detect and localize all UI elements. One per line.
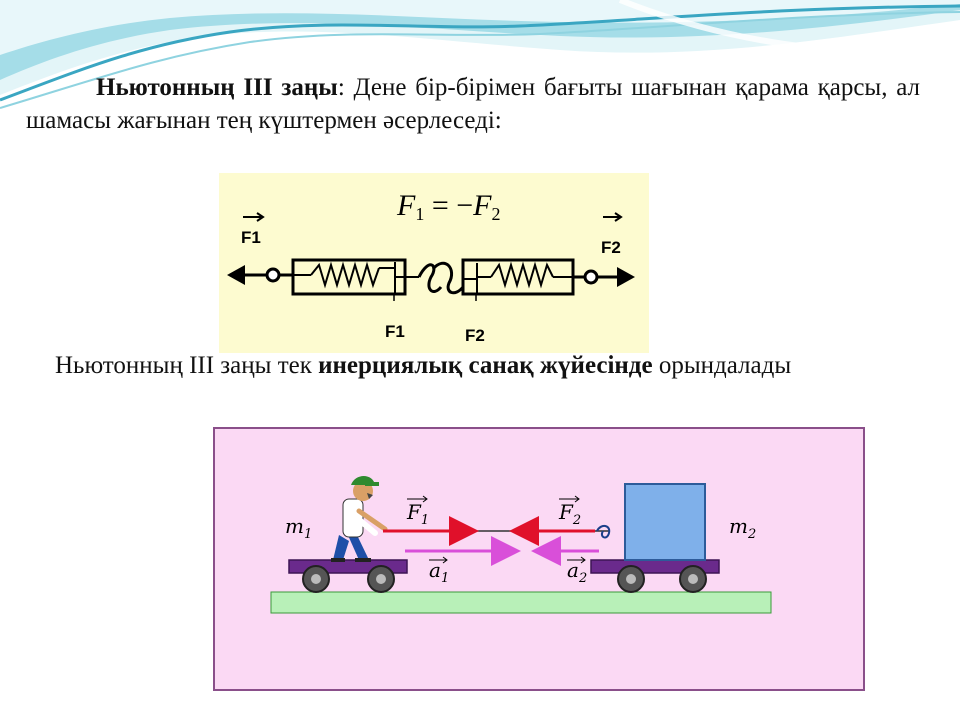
man-figure xyxy=(331,476,388,562)
rope-hook xyxy=(596,525,611,539)
note-text-end: орындалады xyxy=(652,352,792,379)
formula-op: = − xyxy=(424,189,473,222)
label-f1: F1 xyxy=(406,495,429,528)
vector-arrow-icon xyxy=(574,495,580,503)
label-a2: a2 xyxy=(567,556,587,586)
svg-text:a1: a1 xyxy=(429,558,449,586)
law-text: Дене бір-бірімен бағыты шағынан қарама қ… xyxy=(26,74,921,134)
left-pull-arrow xyxy=(227,265,293,285)
svg-text:F2: F2 xyxy=(558,500,581,528)
law-statement: Ньютонның III заңы: Дене бір-бірімен бағ… xyxy=(26,71,920,137)
left-force-label: F1 xyxy=(241,228,261,247)
ground-plane xyxy=(270,591,772,614)
note-text-bold: инерциялық санақ жүйесінде xyxy=(318,352,653,379)
wave-line-3 xyxy=(618,0,960,56)
right-force-label: F2 xyxy=(601,238,621,257)
note-text-start: Ньютонның III заңы тек xyxy=(55,352,319,379)
left-cart xyxy=(288,559,408,593)
left-dynamometer xyxy=(291,258,419,301)
wave-line-2 xyxy=(0,11,960,109)
label-f2: F2 xyxy=(558,495,581,528)
header-wave-decoration xyxy=(0,0,960,109)
right-force-label-group: F2 xyxy=(601,212,623,257)
vector-arrow-icon xyxy=(442,556,448,564)
inner-left-force-label: F1 xyxy=(385,322,405,341)
formula-rhs: F xyxy=(472,189,492,222)
spring-diagram: F1 = −F2 F1 F2 xyxy=(227,189,635,345)
cargo-block xyxy=(624,483,706,561)
vector-arrow-icon xyxy=(422,495,428,503)
inner-right-force-label: F2 xyxy=(465,326,485,345)
right-pull-arrow xyxy=(573,267,635,287)
right-cart xyxy=(590,559,720,593)
wave-line-1 xyxy=(0,4,960,102)
formula-rhs-sub: 2 xyxy=(492,204,501,224)
svg-text:F1: F1 xyxy=(406,500,429,528)
label-m2: m2 xyxy=(729,514,756,542)
inertial-frame-note: Ньютонның III заңы тек инерциялық санақ … xyxy=(55,349,921,382)
cart-diagram: F1 F2 a1 a2 m1 m2 xyxy=(270,476,772,614)
formula-lhs: F xyxy=(396,189,416,222)
spring-diagram-panel: F1 = −F2 F1 F2 xyxy=(219,173,649,353)
law-name: Ньютонның III заңы xyxy=(96,74,338,101)
arrow-icon xyxy=(256,212,265,222)
right-dynamometer xyxy=(461,258,575,301)
hook-coupling xyxy=(417,261,465,295)
label-a1: a1 xyxy=(429,556,449,586)
label-m1: m1 xyxy=(285,514,312,542)
left-force-label-group: F1 xyxy=(241,212,265,247)
vector-arrow-icon xyxy=(580,556,586,564)
arrow-icon xyxy=(614,212,623,222)
law-separator: : xyxy=(337,74,354,101)
formula-lhs-sub: 1 xyxy=(415,204,424,224)
svg-text:a2: a2 xyxy=(567,558,587,586)
cart-diagram-panel: F1 F2 a1 a2 m1 m2 xyxy=(213,427,865,691)
formula: F1 = −F2 xyxy=(396,189,501,224)
